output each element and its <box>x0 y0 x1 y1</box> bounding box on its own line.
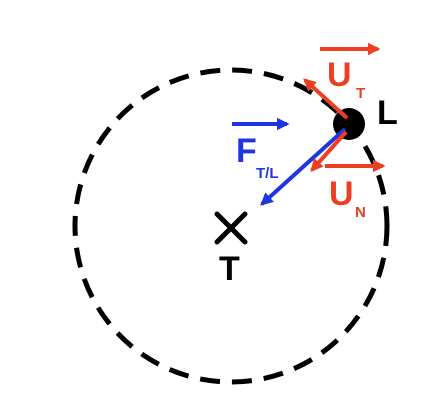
force-label-subscript: T/L <box>256 165 279 182</box>
tangential-label: U <box>327 56 352 94</box>
force-label: F <box>236 132 257 170</box>
normal-label: U <box>329 175 354 213</box>
body-label: L <box>377 94 398 132</box>
tangential-arrow-icon <box>303 78 349 120</box>
orbit-path <box>72 67 390 385</box>
x-mark-icon <box>214 211 248 245</box>
normal-label-subscript: N <box>355 204 366 221</box>
force-arrow-icon <box>260 127 347 206</box>
normal-arrow-icon <box>310 130 348 172</box>
tangential-label-subscript: T <box>356 85 365 102</box>
center-label: T <box>219 250 240 288</box>
